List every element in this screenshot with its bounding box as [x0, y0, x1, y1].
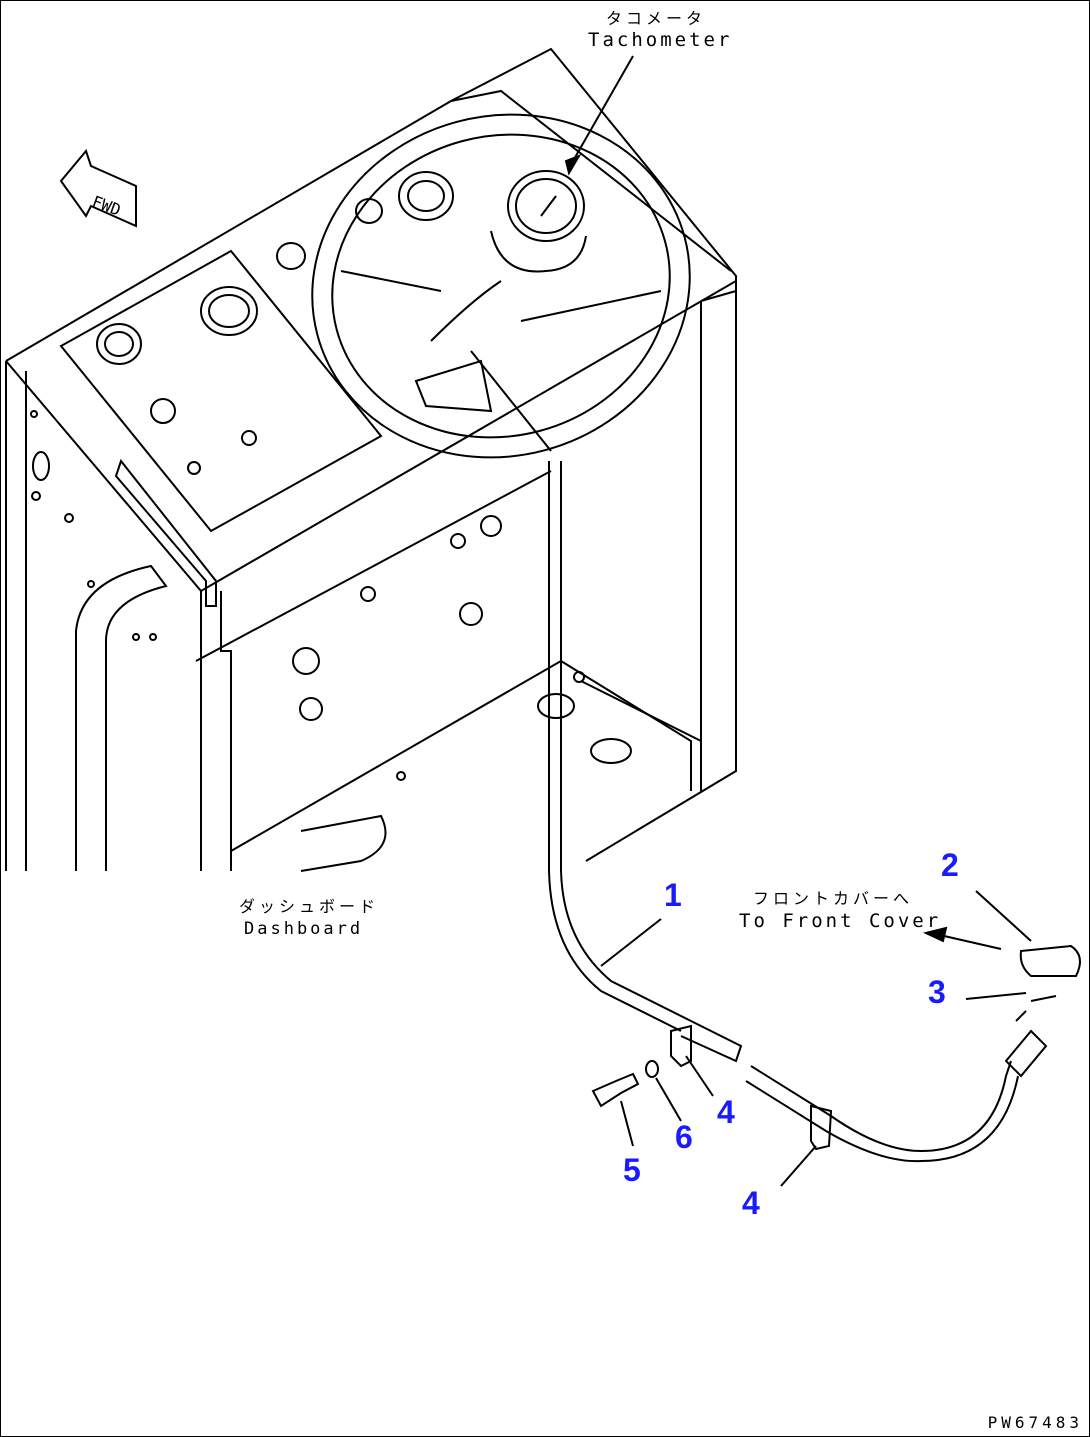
front-cover-label: To Front Cover	[739, 910, 942, 932]
front-cover-label-jp: フロントカバーへ	[753, 889, 914, 908]
dashboard-label-jp: ダッシュボード	[239, 897, 380, 916]
tachometer-icon	[490, 170, 587, 273]
callout-5: 5	[623, 1152, 641, 1188]
bolt-icon	[591, 1072, 640, 1108]
connector-icon	[1019, 944, 1081, 1002]
tachometer-cable	[548, 461, 1048, 1163]
callout-2: 2	[941, 847, 959, 883]
callout-6: 6	[675, 1119, 693, 1155]
steering-wheel	[311, 113, 691, 459]
dashboard-body	[5, 47, 737, 872]
gauges	[96, 171, 502, 721]
tachometer-label: Tachometer	[588, 29, 733, 51]
tachometer-leader	[572, 55, 634, 162]
washer-icon	[645, 1060, 659, 1078]
callout-4-second: 4	[742, 1185, 760, 1221]
dashboard-label: Dashboard	[244, 919, 364, 939]
drawing-code: PW67483	[987, 1413, 1083, 1432]
svg-text:FWD: FWD	[90, 192, 124, 220]
callout-1: 1	[664, 877, 682, 913]
tachometer-label-jp: タコメータ	[606, 9, 707, 28]
callout-4: 4	[717, 1094, 735, 1130]
fwd-arrow-icon: FWD	[59, 148, 137, 228]
clamps	[670, 1024, 833, 1151]
callout-3: 3	[928, 974, 946, 1010]
